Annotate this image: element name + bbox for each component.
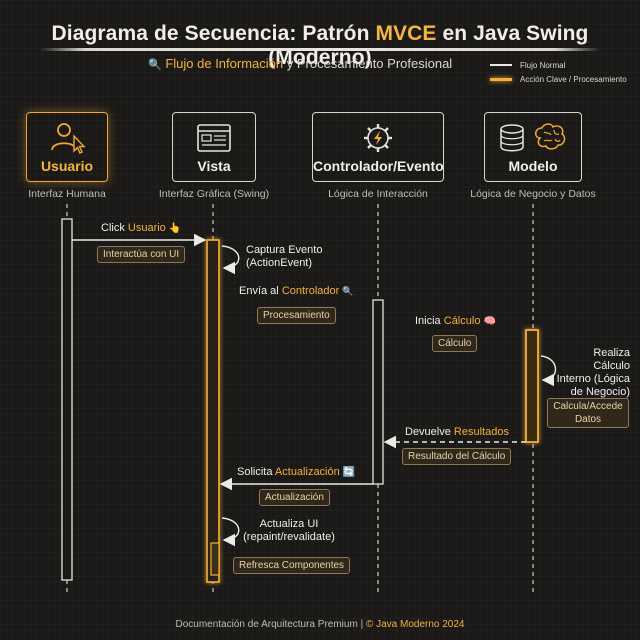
- user-cursor-icon: [51, 123, 86, 154]
- legend: Flujo Normal Acción Clave / Procesamient…: [490, 58, 627, 86]
- arrow-actualiza-ui: [221, 517, 240, 547]
- arrow-realiza-calculo: [540, 355, 557, 387]
- diagram-title: Diagrama de Secuencia: Patrón MVCE en Ja…: [51, 22, 589, 69]
- gear-bolt-icon: [364, 124, 392, 152]
- arrow-captura-evento: [221, 245, 240, 275]
- tag-refresca-componentes: Refresca Componentes: [233, 557, 351, 574]
- activation-controlador: [372, 299, 384, 485]
- tag-interactua-ui: Interactúa con UI: [97, 246, 186, 263]
- msg-click-usuario: Click Usuario 👆: [101, 222, 182, 234]
- database-brain-icon: [500, 123, 566, 152]
- legend-key: Acción Clave / Procesamiento: [490, 72, 627, 86]
- lifeline-vista: Vista: [172, 112, 256, 182]
- tag-calcula-accede-datos: Calcula/Accede Datos: [547, 398, 629, 428]
- lifeline-controlador-name: Controlador/Evento: [313, 158, 444, 174]
- lifeline-controlador-sub: Lógica de Interacción: [328, 188, 428, 200]
- brain-icon: 🧠: [483, 316, 496, 327]
- diagram-subtitle: 🔍 Flujo de Información y Procesamiento P…: [148, 56, 453, 71]
- magnifier-icon: 🔍: [148, 59, 162, 71]
- lifeline-vista-sub: Interfaz Gráfica (Swing): [158, 188, 270, 200]
- lifeline-modelo-sub: Lógica de Negocio y Datos: [470, 188, 596, 200]
- note-captura-evento: Captura Evento (ActionEvent): [246, 244, 323, 269]
- tag-resultado-calculo: Resultado del Cálculo: [402, 448, 512, 465]
- activation-usuario: [61, 218, 73, 581]
- footer: Documentación de Arquitectura Premium | …: [175, 619, 465, 630]
- pointer-icon: 👆: [168, 223, 182, 234]
- msg-solicita-actualizacion: Solicita Actualización 🔄: [237, 466, 356, 478]
- magnifier-icon-small: 🔍: [342, 286, 354, 296]
- refresh-icon: 🔄: [342, 467, 356, 478]
- lifeline-modelo-name: Modelo: [508, 158, 558, 174]
- msg-inicia-calculo: Inicia Cálculo 🧠: [415, 315, 496, 327]
- title-underline: [40, 48, 600, 51]
- legend-normal-swatch: [490, 64, 512, 66]
- legend-normal: Flujo Normal: [490, 58, 627, 72]
- tag-procesamiento: Procesamiento: [257, 307, 336, 324]
- lifeline-vista-name: Vista: [197, 158, 231, 174]
- window-icon: [197, 124, 231, 152]
- tag-calculo: Cálculo: [432, 335, 478, 352]
- note-realiza-calculo: Realiza Cálculo Interno (Lógica de Negoc…: [556, 347, 630, 398]
- lifeline-usuario-sub: Interfaz Humana: [28, 188, 106, 200]
- msg-devuelve-resultados: Devuelve Resultados: [405, 426, 509, 438]
- activation-vista-inner: [210, 542, 220, 576]
- legend-key-swatch: [490, 77, 512, 81]
- lifeline-usuario-name: Usuario: [40, 158, 94, 174]
- activation-modelo: [525, 329, 539, 443]
- tag-actualizacion: Actualización: [259, 489, 330, 506]
- note-actualiza-ui: Actualiza UI (repaint/revalidate): [243, 518, 335, 543]
- msg-envia-controlador: Envía al Controlador 🔍: [239, 285, 354, 297]
- lifeline-controlador: Controlador/Evento: [312, 112, 444, 182]
- activation-vista: [206, 239, 220, 583]
- lifeline-usuario: Usuario: [26, 112, 108, 182]
- lifeline-modelo: Modelo: [484, 112, 582, 182]
